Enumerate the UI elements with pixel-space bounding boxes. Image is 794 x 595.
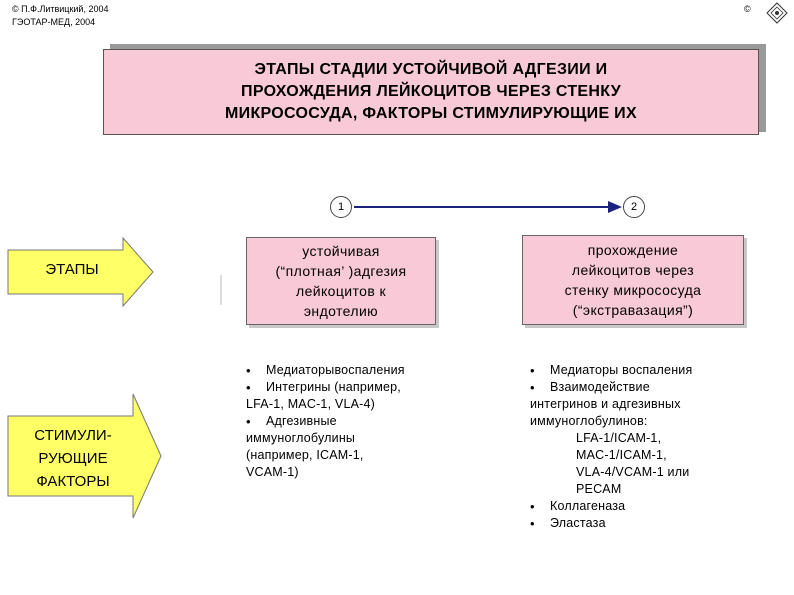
list-item-continuation: LFA-1, MAC-1, VLA-4) (246, 397, 376, 411)
stage-1-line-2: (“плотная’ )адгезия (275, 263, 407, 279)
list-item: • Медиаторы воспаления (530, 362, 760, 379)
list-item: • Медиаторывоспаления (246, 362, 466, 379)
bullet-icon: • (530, 380, 535, 395)
stage-1-text: устойчивая (“плотная’ )адгезия лейкоцито… (275, 241, 406, 321)
factor-text: Взаимодействие (550, 380, 650, 394)
stage-2-line-1: прохождение (587, 242, 679, 258)
stage-2-line-4: (“экстравазация”) (572, 302, 694, 318)
list-item-continuation: иммуноглобулинов: (530, 414, 648, 428)
stage-2-box: прохождение лейкоцитов через стенку микр… (522, 235, 744, 325)
factor-text: Медиаторывоспаления (266, 363, 405, 377)
factor-text: Медиаторы воспаления (550, 363, 693, 377)
copyright-mark: © (744, 4, 751, 14)
stage-1-line-3: лейкоцитов к (296, 283, 386, 299)
stage-2-line-3: стенку микрососуда (564, 282, 702, 298)
bullet-icon: • (530, 516, 535, 531)
list-item-continuation: VLA-4/VCAM-1 или (576, 465, 690, 479)
factors-label: СТИМУЛИ- РУЮЩИЕ ФАКТОРЫ (18, 424, 128, 493)
list-item-continuation: LFA-1/ICAM-1, (576, 431, 662, 445)
title-line-3: МИКРОСОСУДА, ФАКТОРЫ СТИМУЛИРУЮЩИЕ ИХ (225, 105, 637, 122)
factor-text: Эластаза (550, 516, 606, 530)
list-item: • Эластаза (530, 515, 760, 532)
bullet-icon: • (246, 414, 251, 429)
bullet-icon: • (530, 363, 535, 378)
factor-text: Коллагеназа (550, 499, 626, 513)
divider-mark (220, 275, 222, 305)
list-item: • Коллагеназа (530, 498, 760, 515)
list-item-continuation: MAC-1/ICAM-1, (576, 448, 667, 462)
stage-2-line-2: лейкоцитов через (571, 262, 695, 278)
factors-label-line-2: РУЮЩИЕ (38, 450, 108, 467)
list-item: • Взаимодействие (530, 379, 760, 396)
list-item: • Адгезивные (246, 413, 466, 430)
factor-text: Адгезивные (266, 414, 337, 428)
page-title: ЭТАПЫ СТАДИИ УСТОЙЧИВОЙ АДГЕЗИИ И ПРОХОЖ… (151, 59, 711, 125)
stage-1-box: устойчивая (“плотная’ )адгезия лейкоцито… (246, 237, 436, 325)
list-item-continuation: VCAM-1) (246, 465, 299, 479)
title-line-1: ЭТАПЫ СТАДИИ УСТОЙЧИВОЙ АДГЕЗИИ И (254, 61, 608, 78)
title-line-2: ПРОХОЖДЕНИЯ ЛЕЙКОЦИТОВ ЧЕРЕЗ СТЕНКУ (241, 83, 621, 100)
factors-label-line-3: ФАКТОРЫ (36, 473, 110, 490)
copyright-line-1: © П.Ф.Литвицкий, 2004 (12, 4, 109, 14)
bullet-icon: • (530, 499, 535, 514)
stage-1-line-4: эндотелию (303, 303, 379, 319)
copyright-header: © П.Ф.Литвицкий, 2004 ГЭОТАР-МЕД, 2004 (12, 3, 108, 29)
stage-2-factors-list: • Медиаторы воспаления • Взаимодействие … (530, 362, 760, 532)
factors-label-line-1: СТИМУЛИ- (34, 427, 112, 444)
step-number-1: 1 (330, 196, 352, 218)
list-item-continuation: иммуноглобулины (246, 431, 356, 445)
step-number-2: 2 (623, 196, 645, 218)
factors-arrow (7, 393, 162, 519)
stages-label: ЭТАПЫ (45, 261, 99, 278)
stages-arrow (7, 236, 154, 308)
copyright-line-2: ГЭОТАР-МЕД, 2004 (12, 17, 96, 27)
factor-text: Интегрины (например, (266, 380, 401, 394)
stage-1-factors-list: • Медиаторывоспаления • Интегрины (напри… (246, 362, 466, 481)
diamond-logo-icon (766, 2, 788, 24)
list-item-continuation: (например, ICAM-1, (246, 448, 364, 462)
stage-2-text: прохождение лейкоцитов через стенку микр… (565, 240, 702, 320)
bullet-icon: • (246, 380, 251, 395)
title-box: ЭТАПЫ СТАДИИ УСТОЙЧИВОЙ АДГЕЗИИ И ПРОХОЖ… (103, 49, 759, 135)
list-item: • Интегрины (например, (246, 379, 466, 396)
bullet-icon: • (246, 363, 251, 378)
step-connector-arrow (354, 201, 622, 213)
list-item-continuation: PECAM (576, 482, 622, 496)
stage-1-line-1: устойчивая (302, 243, 380, 259)
list-item-continuation: интегринов и адгезивных (530, 397, 681, 411)
